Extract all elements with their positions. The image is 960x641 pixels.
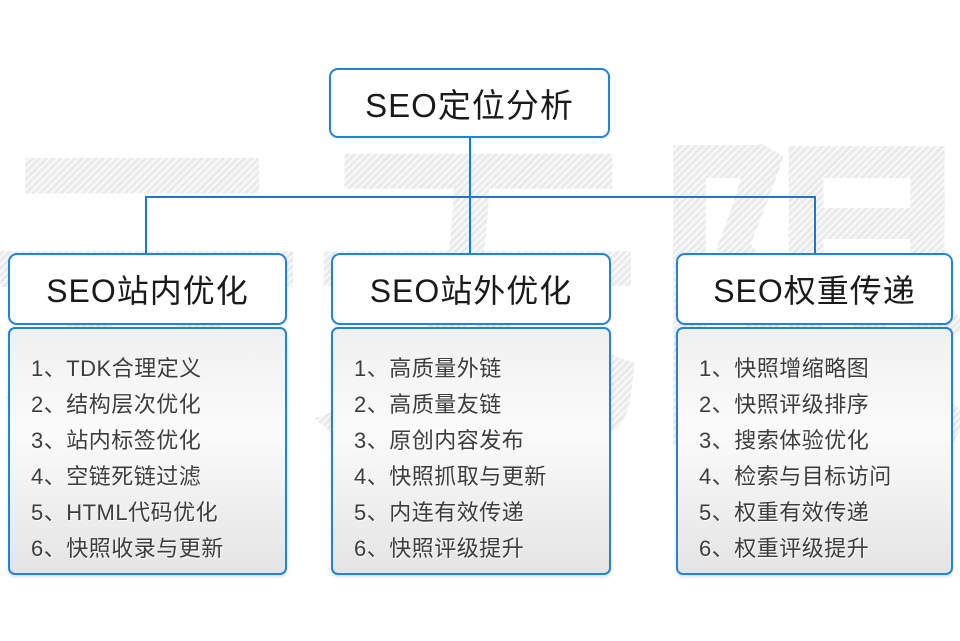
connector-drop-center bbox=[469, 196, 471, 254]
list-item: 1、TDK合理定义 bbox=[31, 356, 202, 381]
column-onsite-header-box: SEO站内优化 bbox=[8, 253, 287, 325]
root-node-title: SEO定位分析 bbox=[365, 87, 574, 124]
list-item: 6、快照评级提升 bbox=[354, 536, 525, 561]
column-offsite-header-box: SEO站外优化 bbox=[331, 253, 611, 325]
connector-trunk-line bbox=[469, 137, 471, 197]
column-offsite-item-list: 1、高质量外链 2、高质量友链 3、原创内容发布 4、快照抓取与更新 5、内连有… bbox=[333, 329, 609, 567]
list-item: 1、快照增缩略图 bbox=[699, 356, 870, 381]
column-onsite-item-list: 1、TDK合理定义 2、结构层次优化 3、站内标签优化 4、空链死链过滤 5、H… bbox=[10, 329, 285, 567]
column-weight-title: SEO权重传递 bbox=[713, 273, 916, 309]
list-item: 4、空链死链过滤 bbox=[31, 464, 202, 489]
list-item: 3、搜索体验优化 bbox=[699, 428, 870, 453]
root-node-box: SEO定位分析 bbox=[329, 68, 610, 138]
column-offsite-body-box: 1、高质量外链 2、高质量友链 3、原创内容发布 4、快照抓取与更新 5、内连有… bbox=[331, 327, 611, 575]
list-item: 3、原创内容发布 bbox=[354, 428, 525, 453]
list-item: 4、快照抓取与更新 bbox=[354, 464, 547, 489]
column-onsite-title: SEO站内优化 bbox=[46, 273, 249, 309]
list-item: 1、高质量外链 bbox=[354, 356, 502, 381]
list-item: 2、快照评级排序 bbox=[699, 392, 870, 417]
connector-drop-right bbox=[814, 196, 816, 254]
column-offsite-title: SEO站外优化 bbox=[369, 273, 573, 309]
list-item: 5、内连有效传递 bbox=[354, 500, 525, 525]
list-item: 5、HTML代码优化 bbox=[31, 500, 219, 525]
list-item: 3、站内标签优化 bbox=[31, 428, 202, 453]
list-item: 6、权重评级提升 bbox=[699, 536, 870, 561]
column-onsite-body-box: 1、TDK合理定义 2、结构层次优化 3、站内标签优化 4、空链死链过滤 5、H… bbox=[8, 327, 287, 575]
list-item: 5、权重有效传递 bbox=[699, 500, 870, 525]
list-item: 6、快照收录与更新 bbox=[31, 536, 224, 561]
connector-drop-left bbox=[145, 196, 147, 254]
column-weight-item-list: 1、快照增缩略图 2、快照评级排序 3、搜索体验优化 4、检索与目标访问 5、权… bbox=[678, 329, 951, 567]
connector-horizontal-line bbox=[145, 196, 816, 198]
list-item: 2、高质量友链 bbox=[354, 392, 502, 417]
column-weight-body-box: 1、快照增缩略图 2、快照评级排序 3、搜索体验优化 4、检索与目标访问 5、权… bbox=[676, 327, 953, 575]
list-item: 4、检索与目标访问 bbox=[699, 464, 892, 489]
list-item: 2、结构层次优化 bbox=[31, 392, 202, 417]
column-weight-header-box: SEO权重传递 bbox=[676, 253, 953, 325]
